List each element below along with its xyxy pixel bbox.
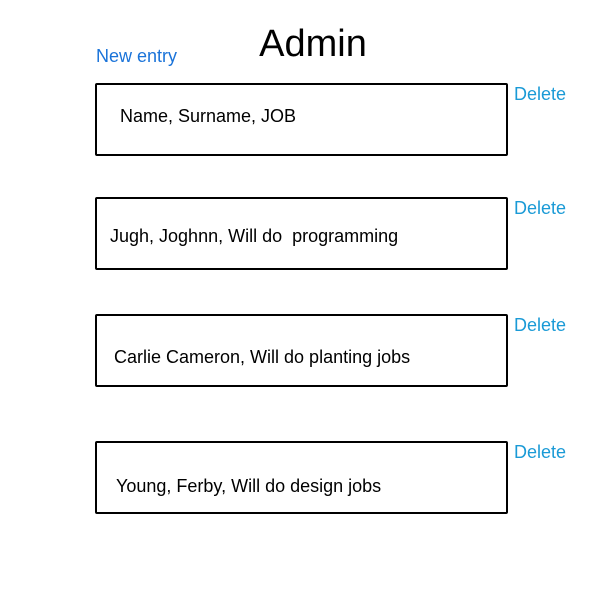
new-entry-link[interactable]: New entry — [96, 46, 178, 66]
entry-card[interactable]: Jugh, Joghnn, Will do programming — [95, 197, 508, 270]
page-title: Admin — [0, 20, 600, 68]
entry-card[interactable]: Young, Ferby, Will do design jobs — [95, 441, 508, 514]
entry-text: Name, Surname, JOB — [120, 106, 297, 126]
entry-card[interactable]: Carlie Cameron, Will do planting jobs — [95, 314, 508, 387]
delete-entry-link[interactable]: Delete — [514, 442, 567, 462]
entry-text: Jugh, Joghnn, Will do programming — [110, 226, 399, 246]
entry-card[interactable]: Name, Surname, JOB — [95, 83, 508, 156]
entry-text: Carlie Cameron, Will do planting jobs — [114, 347, 411, 367]
page-title-text: Admin — [259, 23, 367, 65]
delete-entry-link[interactable]: Delete — [514, 315, 567, 335]
entry-text: Young, Ferby, Will do design jobs — [116, 476, 382, 496]
delete-entry-link[interactable]: Delete — [514, 198, 567, 218]
delete-entry-link[interactable]: Delete — [514, 84, 567, 104]
